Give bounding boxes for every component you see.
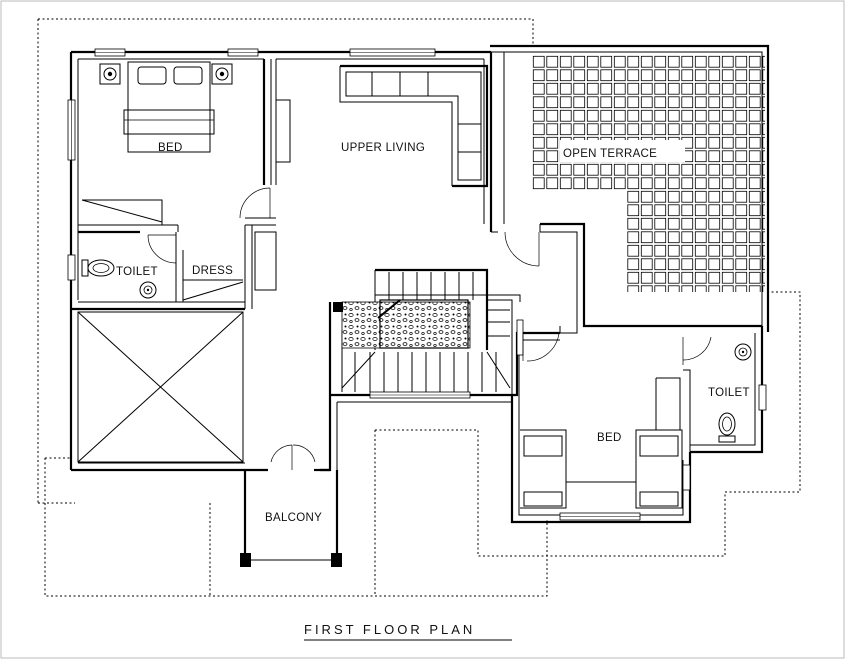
room-label-balcony: BALCONY: [265, 512, 322, 524]
toilet-fixtures-left: [81, 259, 157, 299]
sofa-upper-living: [275, 64, 489, 188]
windows: [67, 48, 767, 521]
double-height-void: [77, 311, 244, 463]
room-label-upper-living: UPPER LIVING: [341, 142, 425, 154]
staircase: [333, 268, 521, 395]
room-label-open-terrace: OPEN TERRACE: [563, 148, 657, 160]
drawing-title: FIRST FLOOR PLAN: [304, 622, 475, 637]
toilet-fixtures-right: [683, 343, 752, 452]
terrace-parapet: [490, 44, 770, 332]
doors: [147, 187, 712, 470]
room-label-toilet-right: TOILET: [708, 387, 750, 399]
room-label-bed-left: BED: [158, 142, 183, 154]
terrace-tiles: [532, 55, 765, 190]
terrace-tiles-lower: [627, 190, 765, 292]
room-label-toilet-left: TOILET: [116, 266, 158, 278]
roof-projection-dashed: [37, 18, 801, 597]
left-bedroom-walls: [71, 59, 277, 311]
bed-furniture-left: [99, 61, 233, 153]
bed-furniture-right: [520, 377, 683, 509]
terrace-label-bg: [560, 140, 685, 162]
room-label-bed-right: BED: [597, 432, 622, 444]
room-label-dress: DRESS: [192, 265, 233, 277]
